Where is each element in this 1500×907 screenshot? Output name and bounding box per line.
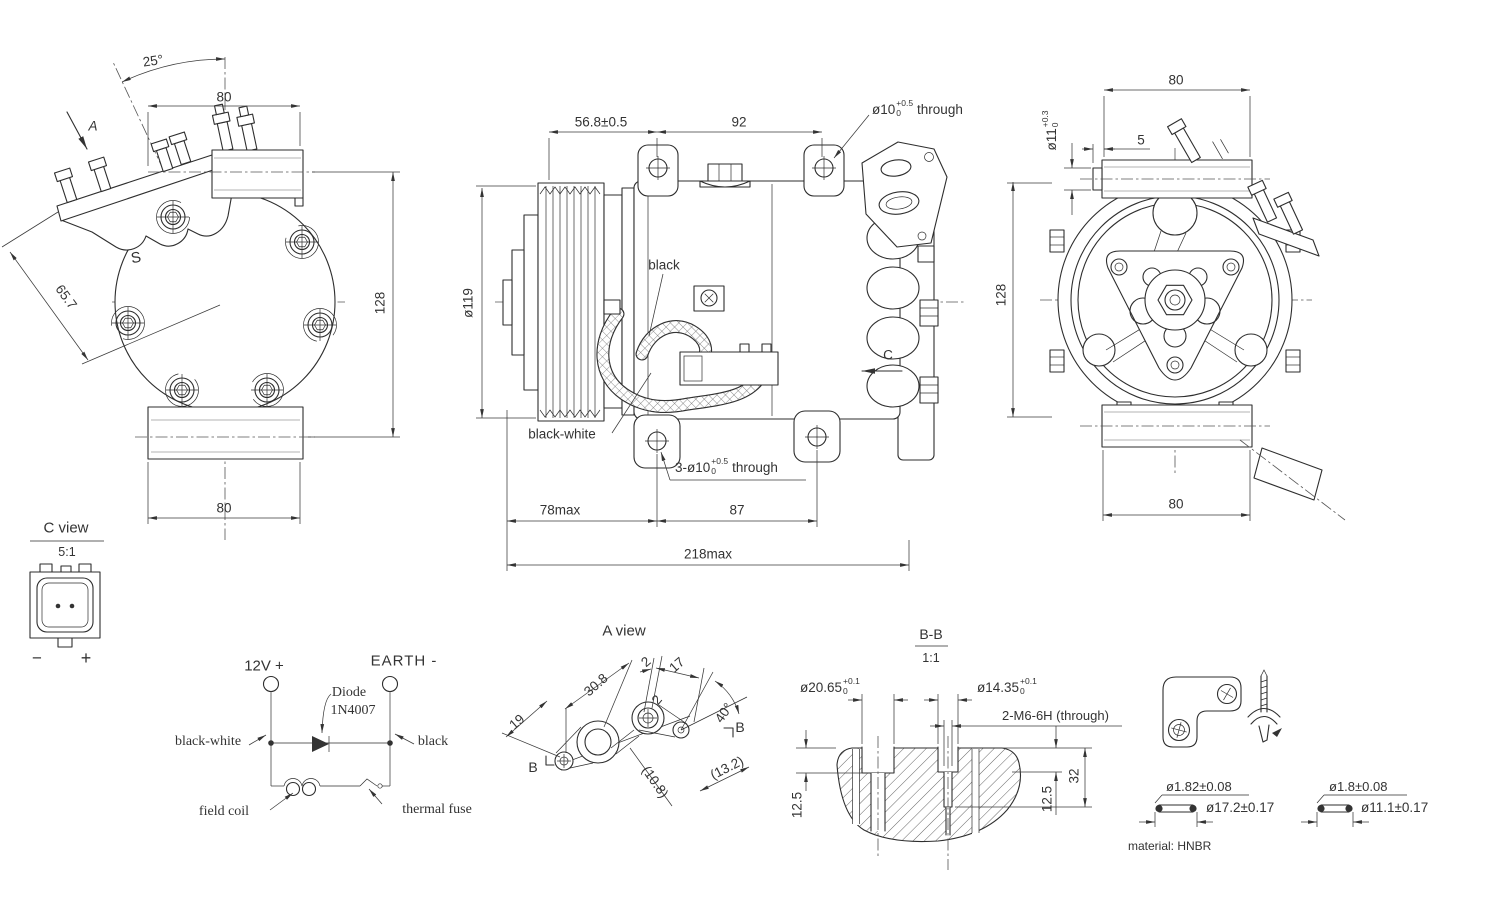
circuit-linework <box>248 675 415 811</box>
shaft-dia: ø11 <box>1044 128 1060 151</box>
field-coil-label: field coil <box>198 804 250 819</box>
bb-section-linework <box>796 645 1122 870</box>
a-view-title: A view <box>602 622 646 640</box>
bottom-holes-dia: 3-ø10 <box>675 460 711 476</box>
bb-depth-total-dim: 32 <box>1066 768 1082 784</box>
top-hole-tol-plus: +0.5 <box>896 98 914 108</box>
rear-height-dim: 128 <box>993 283 1009 307</box>
shaft-tol-minus: 0 <box>1050 122 1060 128</box>
front-length-max-dim: 78max <box>539 502 581 518</box>
top-hole-suffix: through <box>917 102 963 118</box>
bore-large-tol-plus: +0.1 <box>843 676 860 686</box>
bore-small-tol-minus: 0 <box>1020 685 1025 696</box>
oring-small-cs-dim: ø1.8±0.08 <box>1329 779 1388 794</box>
side-view-linework <box>476 114 1052 571</box>
front-view-linework <box>1 57 400 540</box>
bb-depth-left-dim: 12.5 <box>789 791 805 819</box>
c-view-linework <box>29 540 104 648</box>
diode-part-label: 1N4007 <box>330 703 376 718</box>
bottom-holes-tol-minus: 0 <box>711 465 717 476</box>
bore-large-tol-minus: 0 <box>843 685 848 696</box>
rear-top-width-dim: 80 <box>1168 72 1184 88</box>
terminal-earth-label: EARTH - <box>370 652 438 670</box>
a-view-linework <box>501 655 750 807</box>
rear-view-linework <box>1040 88 1346 521</box>
bb-depth-right-dim: 12.5 <box>1039 785 1055 813</box>
diode-label: Diode <box>331 685 367 700</box>
section-c-arrow-label: C <box>883 347 893 363</box>
ear-spacing-dim: 92 <box>731 114 747 130</box>
overall-length-dim: 218max <box>683 546 733 562</box>
oring-small-od-dim: ø11.1±0.17 <box>1361 800 1429 815</box>
pulley-to-ear-dim: 56.8±0.5 <box>574 114 628 130</box>
front-height-dim: 128 <box>372 291 388 315</box>
c-view-title: C view <box>43 519 89 537</box>
top-hole-dia: ø10 <box>872 102 896 118</box>
top-hole-tol-minus: 0 <box>896 107 901 118</box>
bb-title: B-B <box>919 626 943 642</box>
bore-large-dia: ø20.65 <box>800 680 843 696</box>
front-foot-width-dim: 80 <box>216 500 232 516</box>
circuit-black-label: black <box>417 734 449 749</box>
shaft-offset-dim: 5 <box>1137 132 1145 148</box>
wire-black-white-label: black-white <box>528 426 596 442</box>
wire-black-label: black <box>648 257 680 273</box>
bore-small-dia: ø14.35 <box>977 680 1020 696</box>
mount-spacing-dim: 87 <box>729 502 745 518</box>
material-note: material: HNBR <box>1128 839 1212 853</box>
section-b-left-label: B <box>528 759 538 775</box>
front-top-width-dim: 80 <box>216 89 232 105</box>
bottom-holes-tol-plus: +0.5 <box>711 456 729 466</box>
circuit-black-white-label: black-white <box>174 734 242 749</box>
oring-large-od-dim: ø17.2±0.17 <box>1206 800 1275 815</box>
pulley-diameter-dim: ø119 <box>460 288 476 318</box>
rear-foot-width-dim: 80 <box>1168 496 1184 512</box>
bracket-angle-dim: 25° <box>141 51 165 70</box>
oring-large-cs-dim: ø1.82±0.08 <box>1166 779 1232 794</box>
view-a-arrow-label: A <box>88 118 98 134</box>
bb-scale: 1:1 <box>922 650 940 665</box>
bore-small-tol-plus: +0.1 <box>1020 676 1037 686</box>
thermal-fuse-label: thermal fuse <box>402 802 472 817</box>
polarity-minus-label: − <box>32 648 42 668</box>
terminal-12v-label: 12V + <box>244 657 284 675</box>
small-parts-linework <box>1139 669 1407 827</box>
bottom-holes-suffix: through <box>732 460 778 476</box>
c-view-scale: 5:1 <box>58 544 76 559</box>
polarity-plus-label: + <box>80 648 92 668</box>
thread-spec-label: 2-M6-6H (through) <box>1002 708 1109 723</box>
section-b-right-label: B <box>735 719 745 735</box>
